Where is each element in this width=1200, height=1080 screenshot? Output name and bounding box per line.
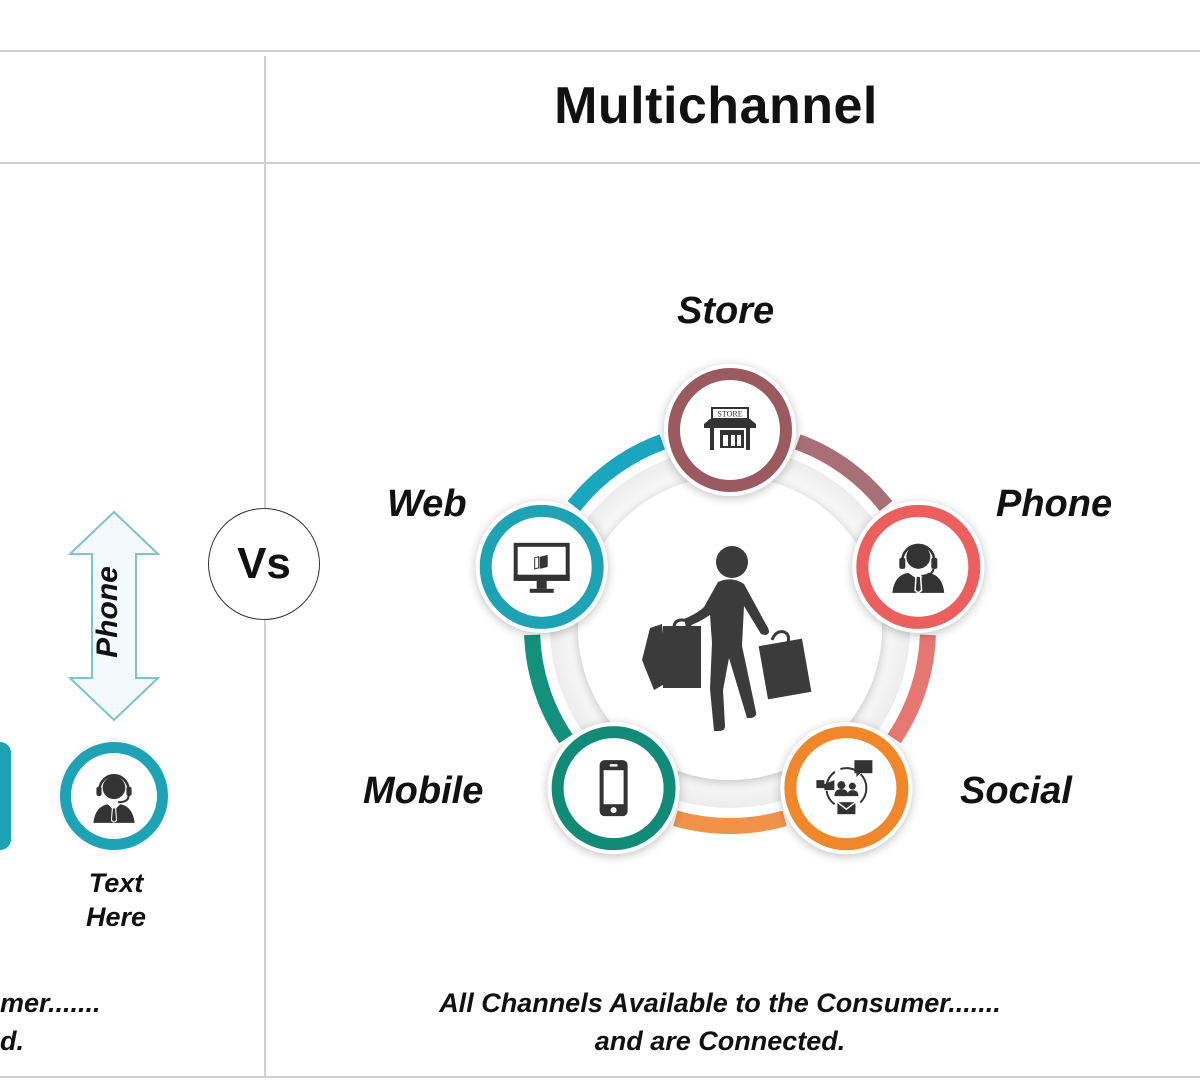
smartphone-icon xyxy=(599,760,628,817)
right-caption-line1: All Channels Available to the Consumer..… xyxy=(439,988,1001,1018)
channel-node-web xyxy=(475,500,608,633)
vs-badge: Vs xyxy=(208,508,320,620)
channel-label-phone: Phone xyxy=(996,483,1113,525)
call-center-agent-icon xyxy=(892,543,945,594)
storefront-icon: STORE xyxy=(704,407,756,450)
channel-label-social: Social xyxy=(960,770,1072,812)
channel-node-store: STORE xyxy=(664,364,796,496)
channel-node-phone xyxy=(852,500,985,633)
right-caption-line2: and are Connected. xyxy=(594,1026,846,1056)
connector-mobile-web xyxy=(524,634,573,744)
channel-label-web: Web xyxy=(387,483,467,525)
header-divider xyxy=(0,162,1200,164)
channel-node-mobile xyxy=(547,722,680,855)
channel-label-store: Store xyxy=(677,290,775,332)
left-channel-node xyxy=(60,742,168,850)
left-caption: mer....... d. xyxy=(0,984,200,1060)
connector-phone-social xyxy=(887,634,936,744)
store-sign-text: STORE xyxy=(717,410,742,419)
bottom-border xyxy=(0,1076,1200,1078)
top-border xyxy=(0,50,1200,52)
connector-store-phone xyxy=(794,434,893,512)
connector-social-mobile xyxy=(673,810,787,834)
channel-node-social xyxy=(780,722,913,855)
left-node-label: Text Here xyxy=(85,868,147,932)
left-channel-node-partial xyxy=(0,742,11,850)
double-arrow-icon xyxy=(68,510,160,722)
connector-web-store xyxy=(567,434,666,512)
left-caption-line2: d. xyxy=(0,1026,24,1056)
node-ring xyxy=(784,726,909,851)
social-network-icon xyxy=(816,760,873,815)
multichannel-title: Multichannel xyxy=(554,77,878,135)
call-center-agent-icon xyxy=(93,774,135,823)
shopper-with-bags-icon xyxy=(642,546,812,731)
channel-label-mobile: Mobile xyxy=(363,770,484,812)
right-caption: All Channels Available to the Consumer..… xyxy=(300,984,1140,1060)
left-caption-line1: mer....... xyxy=(0,988,101,1018)
desktop-monitor-icon xyxy=(513,542,570,593)
